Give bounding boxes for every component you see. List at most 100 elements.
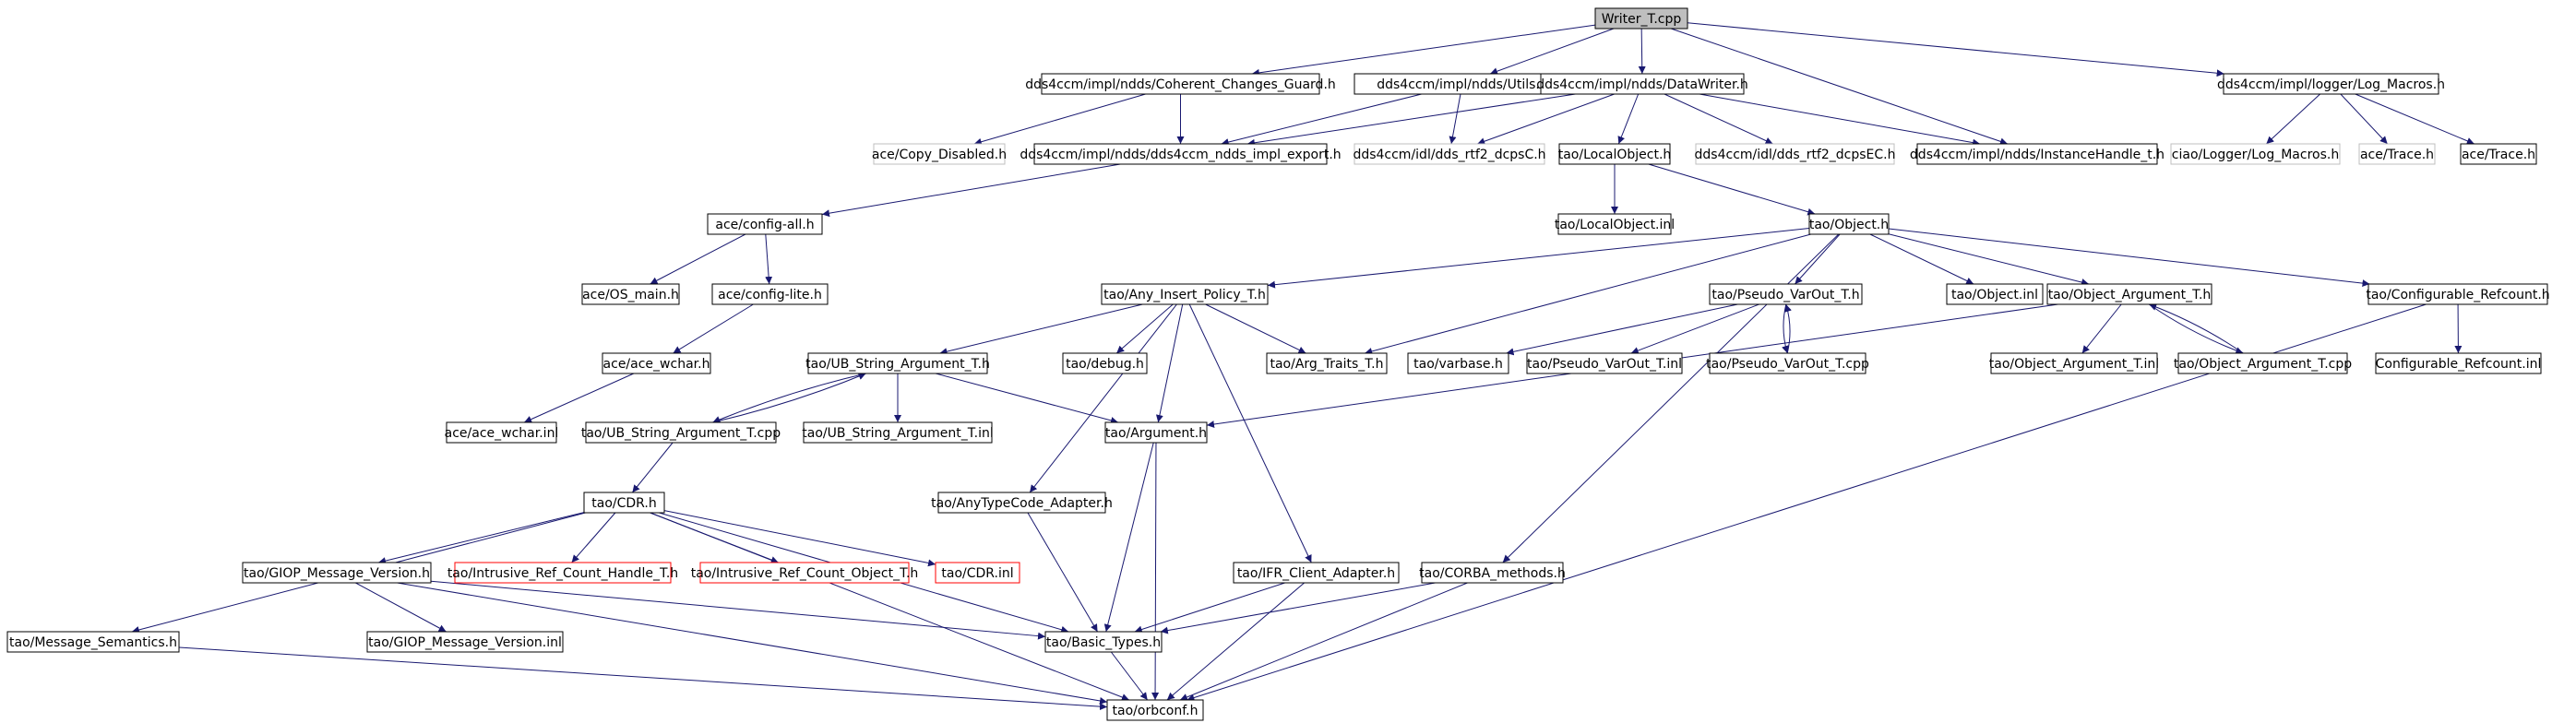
node-object_arg_cpp[interactable]: tao/Object_Argument_T.cpp [2174,352,2352,374]
node-orbconf[interactable]: tao/orbconf.h [1106,699,1204,721]
node-ub_string_inl[interactable]: tao/UB_String_Argument_T.inl [802,421,994,444]
node-impl_export[interactable]: dds4ccm/impl/ndds/dds4ccm_ndds_impl_expo… [1020,143,1342,165]
edge-writer_t_cpp-to-utils [1489,28,1615,76]
node-datawriter[interactable]: dds4ccm/impl/ndds/DataWriter.h [1536,73,1748,95]
node-coherent_guard[interactable]: dds4ccm/impl/ndds/Coherent_Changes_Guard… [1025,73,1336,95]
node-os_main[interactable]: ace/OS_main.h [581,283,680,305]
node-intrusive_handle[interactable]: tao/Intrusive_Ref_Count_Handle_T.h [447,562,678,584]
node-label: dds4ccm/impl/ndds/Coherent_Changes_Guard… [1025,77,1336,92]
node-copy_disabled[interactable]: ace/Copy_Disabled.h [872,143,1007,165]
node-label: tao/Pseudo_VarOut_T.h [1711,288,1859,302]
edge-datawriter-to-localobject_h [1617,93,1640,145]
node-box [2170,143,2341,165]
node-ace_trace_ghost[interactable]: ace/Trace.h [2358,143,2436,165]
node-giop_version_inl[interactable]: tao/GIOP_Message_Version.inl [366,631,564,653]
edge-object_h-to-arg_traits [1365,233,1811,355]
node-ub_string_h[interactable]: tao/UB_String_Argument_T.h [805,352,990,374]
edge-writer_t_cpp-to-datawriter [1638,28,1646,75]
edge-object_arg_cpp-to-object_arg_h [2149,303,2244,354]
node-box [1104,421,1208,444]
node-box [366,631,564,653]
node-cdr_inl[interactable]: tao/CDR.inl [935,562,1020,584]
node-instancehandle[interactable]: dds4ccm/impl/ndds/InstanceHandle_t.h [1910,143,2165,165]
edge-cdr_h-to-cdr_inl [663,510,936,567]
edge-config_lite-to-ace_wchar_h [673,303,754,354]
node-config_lite[interactable]: ace/config-lite.h [711,283,829,305]
node-anytypecode[interactable]: tao/AnyTypeCode_Adapter.h [931,492,1113,514]
node-box [1354,143,1545,165]
node-localobject_inl[interactable]: tao/LocalObject.inl [1555,213,1675,235]
edge-log_macros-to-ace_trace [2355,93,2475,145]
node-dds_rtf2_dcpsec[interactable]: dds4ccm/idl/dds_rtf2_dcpsEC.h [1695,143,1896,165]
node-corba_methods[interactable]: tao/CORBA_methods.h [1419,562,1566,584]
node-label: ace/Trace.h [2360,148,2434,162]
node-label: tao/Intrusive_Ref_Count_Object_T.h [691,566,919,581]
node-object_arg_inl[interactable]: tao/Object_Argument_T.inl [1989,352,2159,374]
node-dds_rtf2_dcpsc[interactable]: dds4ccm/idl/dds_rtf2_dcpsC.h [1353,143,1546,165]
node-log_macros[interactable]: dds4ccm/impl/logger/Log_Macros.h [2217,73,2445,95]
node-label: tao/GIOP_Message_Version.h [244,566,430,581]
node-label: tao/Intrusive_Ref_Count_Handle_T.h [447,566,678,581]
node-object_inl[interactable]: tao/Object.inl [1946,283,2044,305]
node-box [1594,7,1688,30]
node-argument_h[interactable]: tao/Argument.h [1104,421,1208,444]
node-pseudo_varout_cpp[interactable]: tao/Pseudo_VarOut_T.cpp [1706,352,1869,374]
node-label: Configurable_Refcount.inl [2376,357,2542,372]
edge-object_h-to-object_arg_h [1888,233,2090,286]
edge-pseudo_varout_h-to-varbase [1506,303,1738,356]
node-config_all[interactable]: ace/config-all.h [707,213,823,235]
node-varbase[interactable]: tao/varbase.h [1407,352,1509,374]
node-ifr_client[interactable]: tao/IFR_Client_Adapter.h [1233,562,1400,584]
node-giop_version_h[interactable]: tao/GIOP_Message_Version.h [242,562,432,584]
node-label: tao/LocalObject.h [1558,148,1672,162]
node-label: ace/ace_wchar.inl [445,426,559,441]
node-label: tao/CORBA_methods.h [1419,566,1566,581]
node-cdr_h[interactable]: tao/CDR.h [583,492,665,514]
node-label: tao/IFR_Client_Adapter.h [1237,566,1395,581]
node-box [583,492,665,514]
edge-writer_t_cpp-to-coherent_guard [1251,24,1596,77]
edge-log_macros-to-ciao_log_macros [2266,93,2320,145]
edge-ifr_client-to-orbconf [1166,582,1305,701]
node-box [803,421,993,444]
node-any_insert[interactable]: tao/Any_Insert_Policy_T.h [1101,283,1269,305]
node-box [707,213,823,235]
node-box [1946,283,2044,305]
node-object_h[interactable]: tao/Object.h [1808,213,1890,235]
node-ace_wchar_inl[interactable]: ace/ace_wchar.inl [445,421,559,444]
node-ace_trace[interactable]: ace/Trace.h [2460,143,2537,165]
edge-object_h-to-pseudo_varout_h [1795,233,1841,285]
node-ace_wchar_h[interactable]: ace/ace_wchar.h [602,352,711,374]
edge-cdr_h-to-intrusive_handle [571,512,616,563]
edge-datawriter-to-impl_export [1246,93,1576,147]
edge-datawriter-to-dds_rtf2_dcpsc [1477,93,1615,146]
node-arg_traits[interactable]: tao/Arg_Traits_T.h [1266,352,1388,374]
edge-config_all-to-os_main [650,233,746,285]
edge-cdr_h-to-orbconf [650,512,1130,701]
node-label: Writer_T.cpp [1602,12,1682,27]
node-box [1062,352,1148,374]
node-pseudo_varout_h[interactable]: tao/Pseudo_VarOut_T.h [1709,283,1863,305]
node-intrusive_object[interactable]: tao/Intrusive_Ref_Count_Object_T.h [691,562,919,584]
file-nodes: Writer_T.cpp dds4ccm/impl/ndds/Coherent_C… [6,7,2550,721]
node-ub_string_cpp[interactable]: tao/UB_String_Argument_T.cpp [581,421,781,444]
node-label: ace/OS_main.h [582,288,679,302]
node-config_refcount_h[interactable]: tao/Configurable_Refcount.h [2366,283,2550,305]
node-debug_h[interactable]: tao/debug.h [1062,352,1148,374]
edge-ifr_client-to-basic_types [1134,582,1285,634]
node-box [1266,352,1388,374]
edge-object_h-to-corba_methods [1502,233,1840,563]
node-localobject_h[interactable]: tao/LocalObject.h [1558,143,1672,165]
node-utils[interactable]: dds4ccm/impl/ndds/Utils.h [1354,73,1571,95]
edge-log_macros-to-ace_trace_ghost [2340,93,2389,145]
node-config_refcount_inl[interactable]: Configurable_Refcount.inl [2375,352,2542,374]
node-box [699,562,910,584]
node-box [1421,562,1564,584]
node-message_semantics[interactable]: tao/Message_Semantics.h [6,631,180,653]
node-label: dds4ccm/idl/dds_rtf2_dcpsEC.h [1695,148,1896,162]
node-basic_types[interactable]: tao/Basic_Types.h [1044,631,1163,653]
node-label: dds4ccm/idl/dds_rtf2_dcpsC.h [1353,148,1545,162]
node-ciao_log_macros[interactable]: ciao/Logger/Log_Macros.h [2170,143,2341,165]
node-object_arg_h[interactable]: tao/Object_Argument_T.h [2046,283,2212,305]
node-pseudo_varout_inl[interactable]: tao/Pseudo_VarOut_T.inl [1526,352,1683,374]
